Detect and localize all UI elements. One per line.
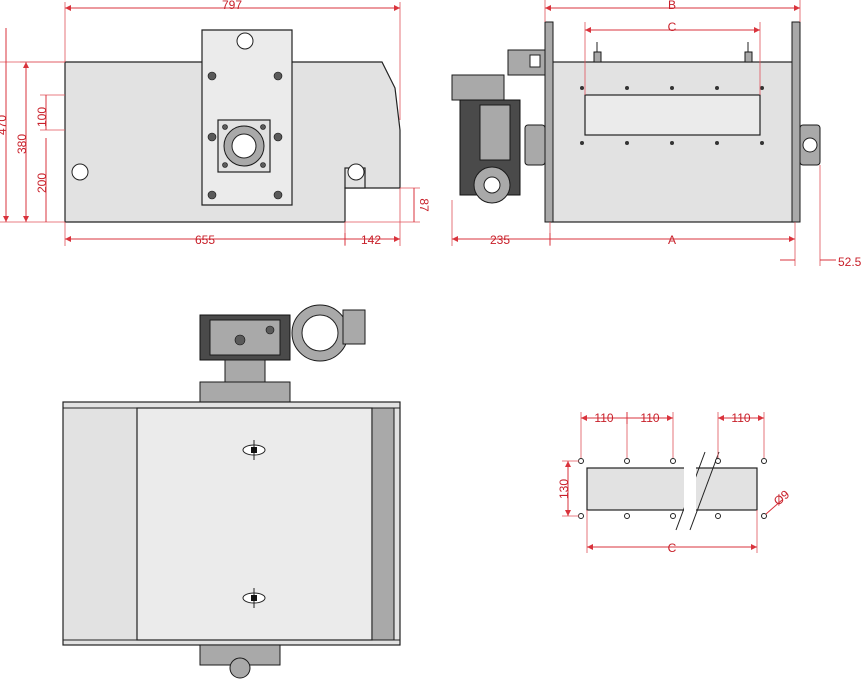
- pin-icon: [593, 51, 602, 63]
- top-terminal-box: [342, 309, 366, 345]
- latch-icon: [242, 440, 266, 460]
- dim-100: 100: [35, 107, 49, 127]
- dim-87: 87: [417, 198, 431, 212]
- bolt-icon: [273, 71, 283, 81]
- dim-c: C: [668, 20, 677, 34]
- bolt-icon: [207, 190, 217, 200]
- dim-c-pattern: C: [668, 541, 677, 555]
- hole-pattern-view: 110 110 110 130 Ø9 C: [557, 411, 792, 555]
- latch-icon: [242, 588, 266, 608]
- arrowhead-icon: [3, 5, 800, 550]
- front-flange-bore: [231, 133, 257, 159]
- bolt-icon: [234, 334, 246, 346]
- bolt-icon: [222, 124, 228, 130]
- top-view: [62, 304, 401, 679]
- bolt-icon: [207, 71, 217, 81]
- pin-icon: [744, 51, 753, 63]
- bolt-icon: [265, 325, 275, 335]
- dim-110-a: 110: [594, 411, 613, 425]
- dim-380: 380: [15, 134, 29, 154]
- side-gearbox-fins: [479, 104, 511, 161]
- side-motor-head: [451, 74, 505, 101]
- dim-52-5: 52.5: [838, 255, 862, 269]
- dim-a: A: [668, 233, 676, 247]
- bolt-icon: [207, 132, 217, 142]
- bolt-icon: [260, 124, 266, 130]
- dim-142: 142: [361, 233, 381, 247]
- side-slot: [584, 94, 761, 136]
- front-plate-hole: [236, 32, 254, 50]
- pattern-slot: [586, 467, 758, 511]
- dim-130: 130: [557, 479, 571, 499]
- dim-110-b: 110: [640, 411, 659, 425]
- side-endplate-left: [544, 21, 554, 223]
- dim-655: 655: [195, 233, 215, 247]
- front-hole-right: [347, 163, 365, 181]
- dim-470: 470: [0, 115, 9, 135]
- bolt-icon: [273, 190, 283, 200]
- hole-icon: [578, 458, 767, 519]
- front-view: 797 470 380 100 200 87 655 142: [0, 0, 431, 247]
- bolt-icon: [222, 162, 228, 168]
- side-view: B C 235 A 52.5: [451, 0, 862, 269]
- side-bearing-bore: [802, 137, 818, 153]
- bolt-icon: [273, 132, 283, 142]
- side-bearing-left: [524, 124, 546, 166]
- front-hole-left: [71, 163, 89, 181]
- dim-hole-dia: Ø9: [771, 487, 793, 508]
- side-endplate-right: [791, 21, 801, 223]
- dim-110-c: 110: [731, 411, 750, 425]
- bolt-icon: [260, 162, 266, 168]
- dim-200: 200: [35, 173, 49, 193]
- top-side-rail: [371, 407, 395, 641]
- dim-797: 797: [222, 0, 242, 12]
- dim-235: 235: [490, 233, 510, 247]
- front-mount-plate: [201, 29, 293, 206]
- dim-b: B: [668, 0, 676, 12]
